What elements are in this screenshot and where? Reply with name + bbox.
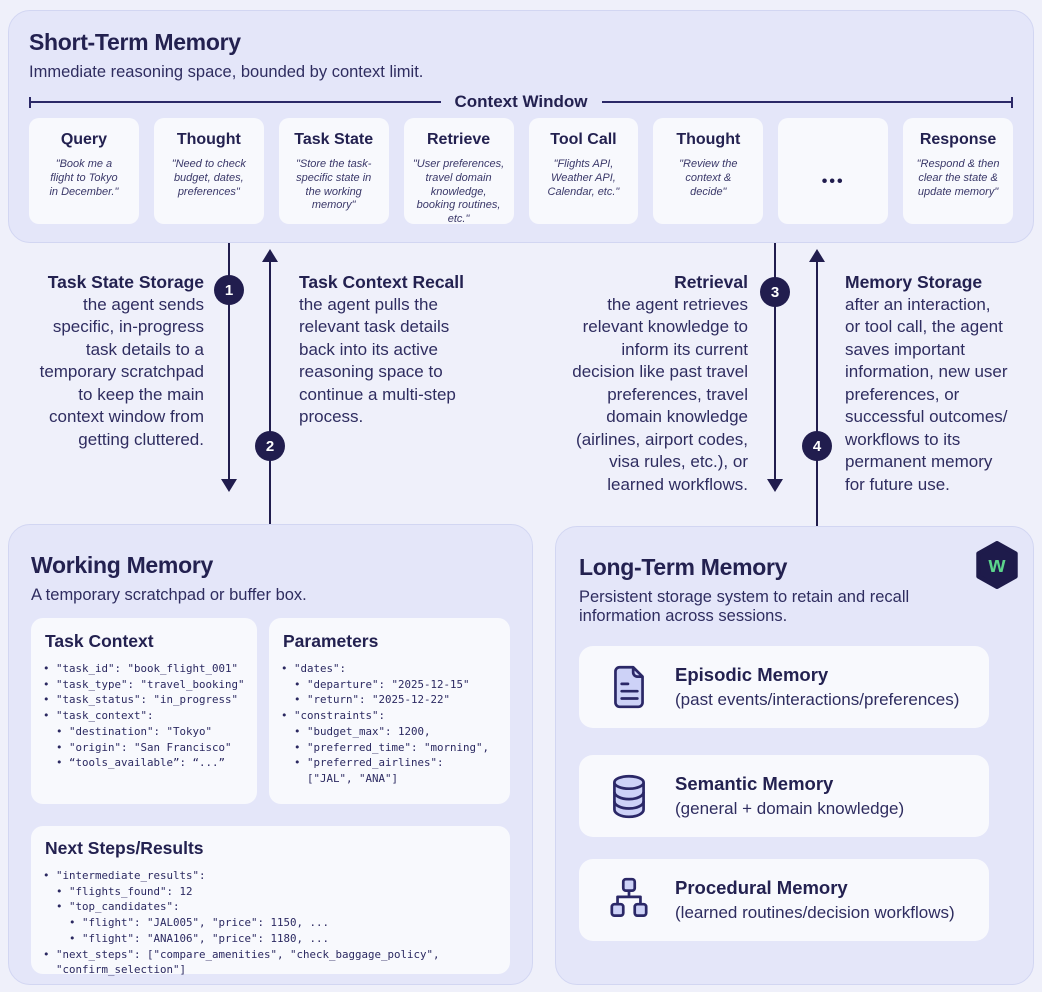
card-quote: "User preferences, travel domain knowled…	[412, 158, 505, 226]
flow-title: Task Context Recall	[299, 272, 465, 292]
up-arrow-memory-storage	[816, 262, 818, 526]
arrow-head-down-icon	[767, 479, 783, 492]
card-quote: "Store the task- specific state in the w…	[295, 158, 372, 212]
task-context-code: • "task_id": "book_flight_001" • "task_t…	[43, 662, 245, 770]
task-context-card: Task Context • "task_id": "book_flight_0…	[31, 618, 257, 804]
memory-type-description: (learned routines/decision workflows)	[675, 903, 955, 922]
flow-memory-storage: Memory Storage after an interaction, or …	[845, 271, 1037, 496]
card-title: Task Context	[45, 631, 154, 651]
long-term-memory-title: Long-Term Memory	[579, 554, 788, 580]
context-card-ellipsis: •••	[778, 118, 889, 224]
memory-type-title: Semantic Memory	[675, 773, 834, 794]
step-badge-2: 2	[255, 431, 285, 461]
up-arrow-task-context-recall	[269, 262, 271, 526]
memory-type-title: Episodic Memory	[675, 664, 829, 685]
card-quote: "Flights API, Weather API, Calendar, etc…	[547, 158, 620, 198]
arrow-head-up-icon	[809, 249, 825, 262]
flow-title: Task State Storage	[47, 272, 204, 292]
card-title: Parameters	[283, 631, 379, 651]
card-title: Query	[60, 131, 108, 148]
memory-type-title: Procedural Memory	[675, 877, 848, 898]
card-title: Task State	[294, 131, 374, 148]
context-card-tool-call: Tool Call "Flights API, Weather API, Cal…	[528, 118, 639, 224]
procedural-memory-row: Procedural Memory (learned routines/deci…	[579, 859, 989, 941]
card-quote: "Review the context & decide"	[679, 158, 738, 198]
card-title: Retrieve	[426, 131, 491, 148]
working-memory-card-row: Task Context • "task_id": "book_flight_0…	[31, 618, 510, 804]
svg-text:w: w	[988, 552, 1006, 577]
row-text: Procedural Memory (learned routines/deci…	[675, 877, 955, 923]
row-text: Episodic Memory (past events/interaction…	[675, 664, 959, 710]
card-title: Thought	[676, 131, 741, 148]
database-icon	[613, 774, 645, 819]
parameters-card: Parameters • "dates": • "departure": "20…	[269, 618, 510, 804]
ruler-left-tick	[29, 96, 31, 108]
next-steps-code: • "intermediate_results": • "flights_fou…	[43, 869, 440, 977]
weaviate-hexagon-logo-icon: w	[976, 541, 1018, 589]
memory-type-description: (past events/interactions/preferences)	[675, 690, 960, 709]
ellipsis-icon: •••	[821, 173, 845, 190]
hierarchy-icon	[610, 877, 648, 917]
card-title: Next Steps/Results	[45, 838, 204, 858]
short-term-memory-subtitle: Immediate reasoning space, bounded by co…	[29, 63, 424, 81]
working-memory-panel: Working Memory A temporary scratchpad or…	[8, 524, 533, 985]
arrow-head-up-icon	[262, 249, 278, 262]
long-term-memory-subtitle: Persistent storage system to retain and …	[579, 588, 910, 625]
context-card-thought-1: Thought "Need to check budget, dates, pr…	[153, 118, 264, 224]
document-icon	[614, 665, 644, 709]
working-memory-subtitle: A temporary scratchpad or buffer box.	[31, 586, 307, 604]
working-memory-title: Working Memory	[31, 552, 213, 578]
flow-retrieval: Retrieval the agent retrieves relevant k…	[533, 271, 748, 496]
long-term-memory-panel: Long-Term Memory Persistent storage syst…	[555, 526, 1034, 985]
context-card-retrieve: Retrieve "User preferences, travel domai…	[403, 118, 514, 226]
ruler-right-tick	[1011, 96, 1013, 108]
context-window-ruler: Context Window	[29, 92, 1013, 111]
card-title: Tool Call	[550, 131, 617, 148]
context-card-query: Query "Book me a flight to Tokyo in Dece…	[29, 118, 139, 224]
flow-body: after an interaction, or tool call, the …	[845, 294, 1008, 494]
short-term-memory-title: Short-Term Memory	[29, 29, 241, 55]
next-steps-results-card: Next Steps/Results • "intermediate_resul…	[31, 826, 510, 976]
card-quote: "Respond & then clear the state & update…	[916, 158, 1000, 198]
semantic-memory-row: Semantic Memory (general + domain knowle…	[579, 755, 989, 837]
context-card-response: Response "Respond & then clear the state…	[903, 118, 1013, 224]
flow-task-state-storage: Task State Storage the agent sends speci…	[18, 271, 204, 451]
step-badge-4: 4	[802, 431, 832, 461]
card-title: Response	[919, 131, 997, 148]
down-arrow-retrieval	[774, 243, 776, 479]
ruler-right-line	[601, 101, 1011, 103]
flow-body: the agent retrieves relevant knowledge t…	[572, 294, 748, 494]
parameters-code: • "dates": • "departure": "2025-12-15" •…	[281, 662, 490, 785]
down-arrow-task-state-storage	[228, 243, 230, 479]
context-card-thought-2: Thought "Review the context & decide"	[653, 118, 764, 224]
ruler-left-line	[31, 101, 441, 103]
row-text: Semantic Memory (general + domain knowle…	[675, 773, 904, 819]
card-quote: "Need to check budget, dates, preference…	[171, 158, 246, 198]
flow-body: the agent sends specific, in-progress ta…	[39, 294, 204, 449]
flow-title: Memory Storage	[845, 272, 983, 292]
card-quote: "Book me a flight to Tokyo in December."	[49, 158, 119, 198]
flow-task-context-recall: Task Context Recall the agent pulls the …	[299, 271, 495, 429]
short-term-memory-panel: Short-Term Memory Immediate reasoning sp…	[8, 10, 1034, 243]
context-window-cards: Query "Book me a flight to Tokyo in Dece…	[29, 118, 1013, 226]
step-badge-3: 3	[760, 277, 790, 307]
flow-body: the agent pulls the relevant task detail…	[299, 294, 456, 427]
card-title: Thought	[176, 131, 241, 148]
context-window-label: Context Window	[454, 92, 588, 111]
context-card-task-state: Task State "Store the task- specific sta…	[278, 118, 389, 224]
episodic-memory-row: Episodic Memory (past events/interaction…	[579, 646, 989, 728]
step-badge-1: 1	[214, 275, 244, 305]
memory-type-description: (general + domain knowledge)	[675, 799, 905, 818]
flow-title: Retrieval	[674, 272, 748, 292]
arrow-head-down-icon	[221, 479, 237, 492]
